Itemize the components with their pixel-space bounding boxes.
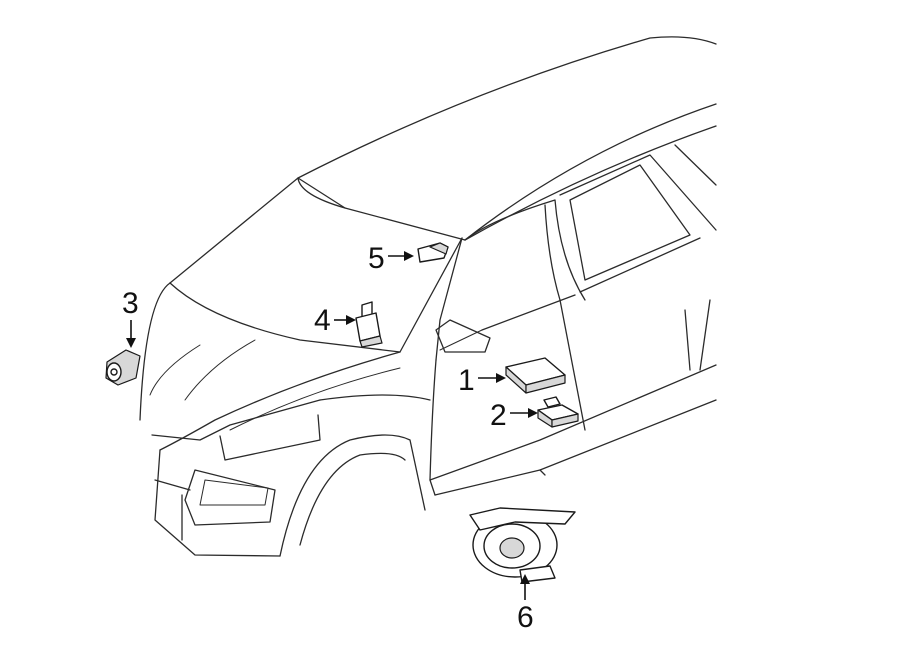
part-4-sensor	[355, 301, 383, 348]
vehicle-outline	[139, 36, 717, 557]
callout-3: 3	[122, 287, 139, 348]
callout-1: 1	[458, 364, 506, 397]
callout-6-number: 6	[517, 601, 534, 634]
callout-2: 2	[490, 399, 538, 432]
callout-1-number: 1	[458, 364, 475, 397]
part-6-clockspring	[469, 507, 576, 583]
callout-5: 5	[368, 242, 414, 275]
part-1-module	[505, 357, 566, 394]
callout-3-number: 3	[122, 287, 139, 320]
callout-6: 6	[517, 574, 534, 634]
callout-4: 4	[314, 304, 356, 337]
callout-2-number: 2	[490, 399, 507, 432]
callout-4-number: 4	[314, 304, 331, 337]
callout-5-number: 5	[368, 242, 385, 275]
part-3-sensor	[105, 349, 141, 386]
part-5-sensor	[417, 242, 449, 263]
part-2-sensor	[537, 396, 579, 428]
